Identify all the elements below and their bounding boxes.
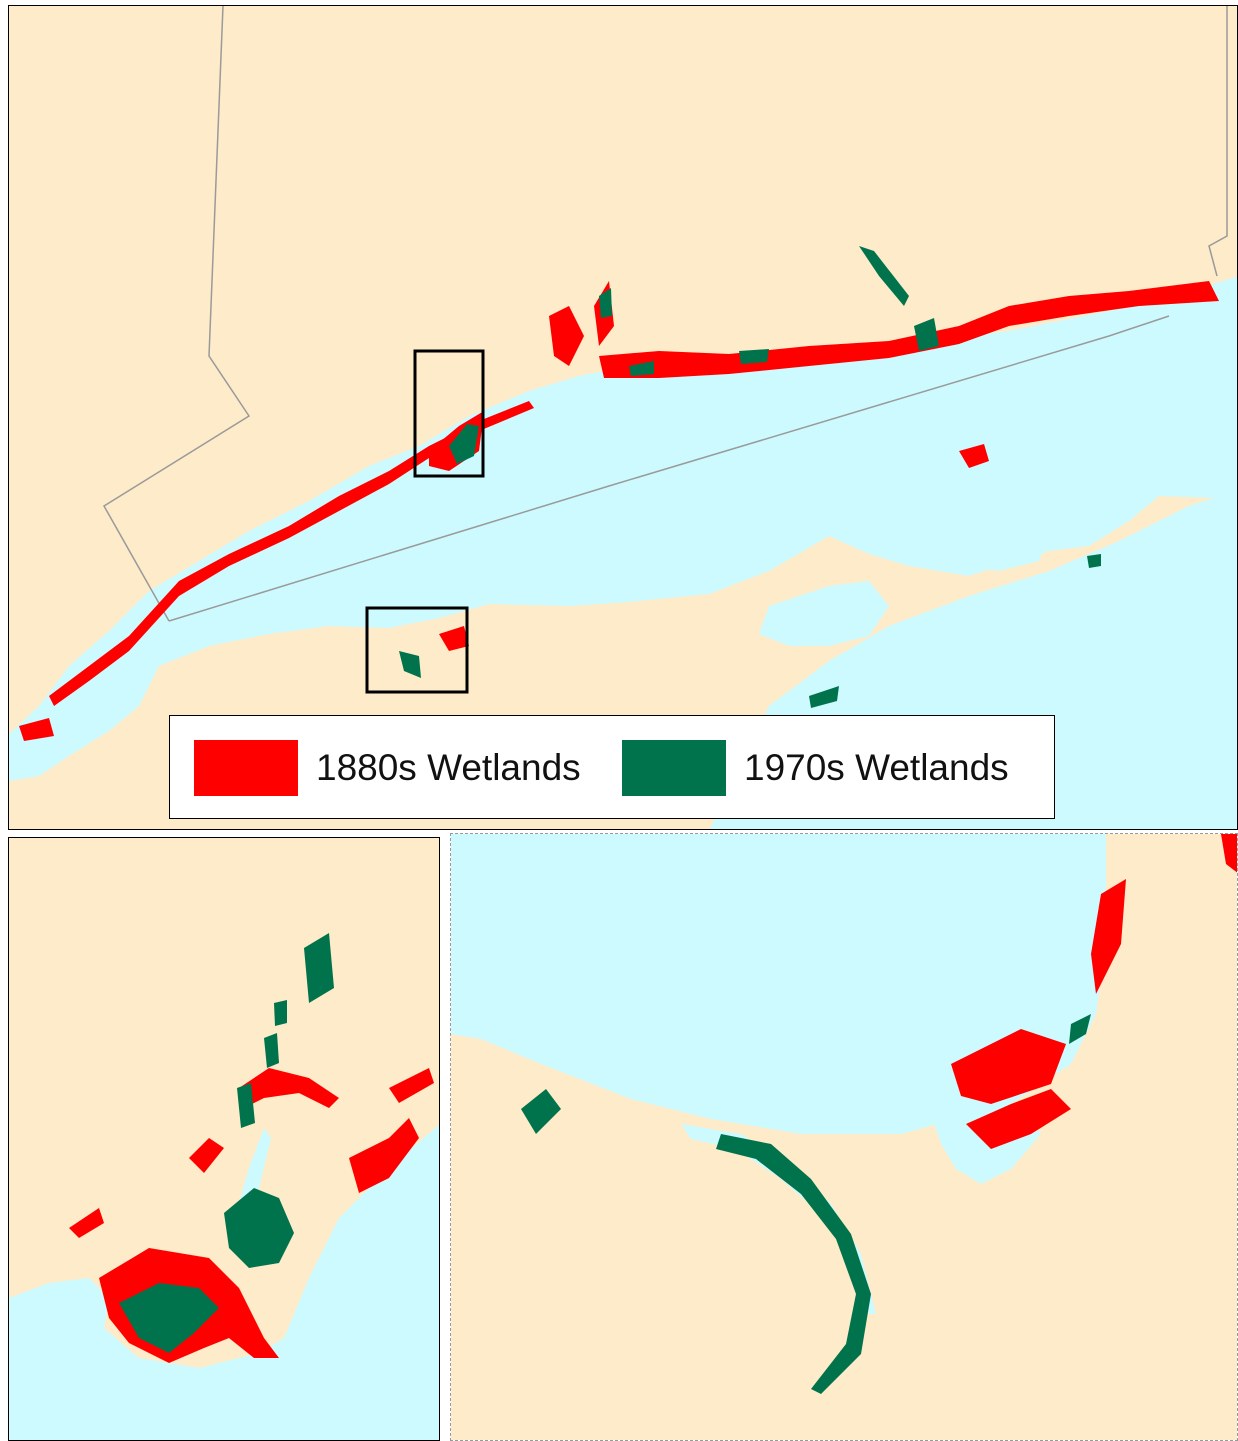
main-map: [8, 5, 1238, 830]
inset-map-north: [8, 837, 440, 1441]
legend-swatch-1880s: [194, 740, 298, 796]
inset-north-canvas: [9, 838, 439, 1440]
inset-north-wetlands-1970s: [119, 933, 334, 1353]
legend-swatch-1970s: [622, 740, 726, 796]
inset-south-water: [451, 834, 1106, 1134]
ri-boundary-line: [1208, 6, 1228, 277]
inset-map-south: [450, 833, 1238, 1441]
gardiners-bay: [949, 526, 1049, 571]
inset-locator-box-south: [365, 606, 469, 694]
inset-locator-box-north: [413, 349, 485, 478]
sound-boundary-line: [168, 315, 1170, 622]
long-island-sound: [9, 276, 1237, 829]
legend-label-1880s: 1880s Wetlands: [316, 747, 581, 788]
wetlands-1970s: [399, 246, 1101, 708]
inset-south-canvas: [451, 834, 1237, 1440]
peconic-bay: [759, 581, 889, 646]
inset-south-wetlands-1970s: [521, 1014, 1091, 1394]
inset-north-water: [9, 1124, 439, 1440]
map-legend: 1880s Wetlands 1970s Wetlands: [169, 715, 1055, 819]
inset-south-wetlands-1880s: [951, 834, 1237, 1149]
state-boundary-line: [102, 6, 251, 622]
legend-label-1970s: 1970s Wetlands: [744, 747, 1009, 788]
main-map-canvas: [9, 6, 1237, 829]
